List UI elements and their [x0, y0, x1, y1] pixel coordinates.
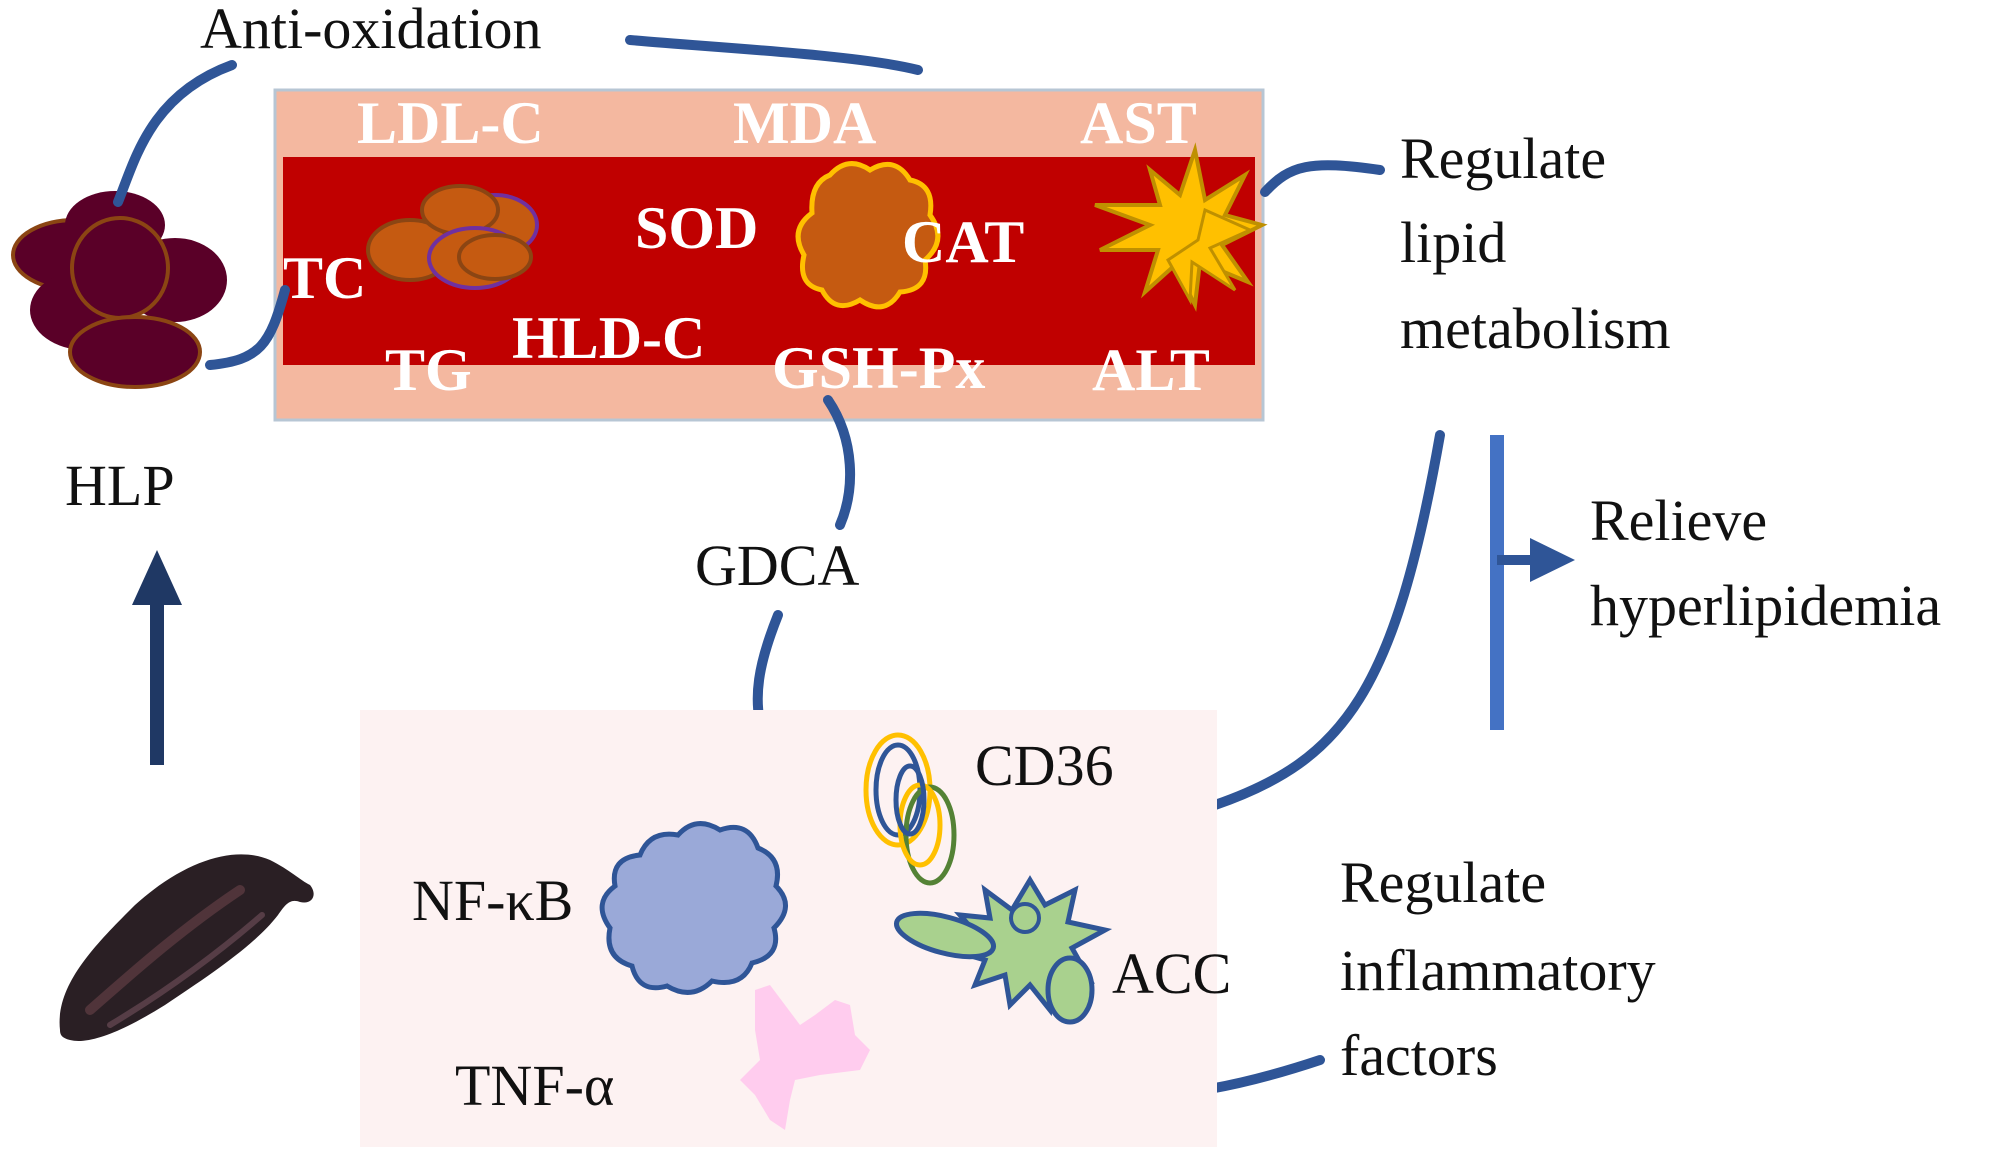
label-anti-oxidation: Anti-oxidation — [200, 0, 542, 61]
connector-cells-regulate-lipid — [1210, 430, 1445, 810]
connector-gsh-px-gdca — [823, 395, 856, 530]
label-regulate-lipid-1: Regulate — [1400, 126, 1606, 191]
label-tc: TC — [283, 245, 366, 311]
label-cat: CAT — [902, 209, 1024, 275]
connector-hlp-tc — [205, 285, 290, 370]
liver-enzyme-burst-icon — [1094, 142, 1268, 312]
label-cd36: CD36 — [975, 733, 1114, 798]
connectors — [113, 35, 1445, 1101]
label-regulate-inflammatory-1: Regulate — [1340, 850, 1546, 915]
antioxidant-enzyme-icon — [795, 161, 941, 310]
label-sod: SOD — [635, 195, 758, 261]
label-ldl-c: LDL-C — [357, 90, 544, 156]
label-ast: AST — [1080, 90, 1197, 156]
cell-factor-panel — [360, 710, 1217, 1147]
label-regulate-lipid-2: lipid — [1400, 210, 1506, 275]
label-gdca: GDCA — [695, 533, 859, 598]
label-regulate-inflammatory-3: factors — [1340, 1023, 1498, 1088]
label-tnf-a: TNF-α — [455, 1053, 614, 1118]
label-mda: MDA — [733, 90, 876, 156]
label-gsh-px: GSH-Px — [772, 335, 985, 401]
label-regulate-inflammatory-2: inflammatory — [1340, 938, 1656, 1003]
up-arrow — [132, 550, 182, 765]
connector-vessel-regulate-lipid — [1260, 160, 1385, 197]
acc-icon — [893, 875, 1113, 1025]
lipid-globules-icon — [366, 184, 539, 290]
label-nf-kb: NF-κB — [412, 868, 573, 933]
label-hld-c: HLD-C — [512, 305, 705, 371]
relieve-arrow — [1490, 435, 1575, 730]
tnf-a-icon — [740, 985, 870, 1130]
cd36-receptor-icon — [863, 732, 957, 886]
hlp-lipid-cluster-icon — [11, 191, 227, 389]
connector-hlp-antioxidation — [113, 60, 237, 207]
label-tg: TG — [385, 337, 472, 403]
label-relieve-1: Relieve — [1590, 488, 1767, 553]
nf-kb-icon — [599, 821, 788, 995]
label-acc: ACC — [1112, 941, 1231, 1006]
connector-antioxidation-vessel — [625, 35, 923, 75]
label-hlp: HLP — [65, 453, 175, 518]
label-alt: ALT — [1092, 337, 1210, 403]
label-regulate-lipid-3: metabolism — [1400, 296, 1671, 361]
blood-vessel-panel: LDL-C MDA AST TC SOD CAT TG HLD-C GSH-Px… — [273, 88, 1268, 422]
label-relieve-2: hyperlipidemia — [1590, 573, 1941, 638]
sea-cucumber-image — [59, 854, 314, 1041]
